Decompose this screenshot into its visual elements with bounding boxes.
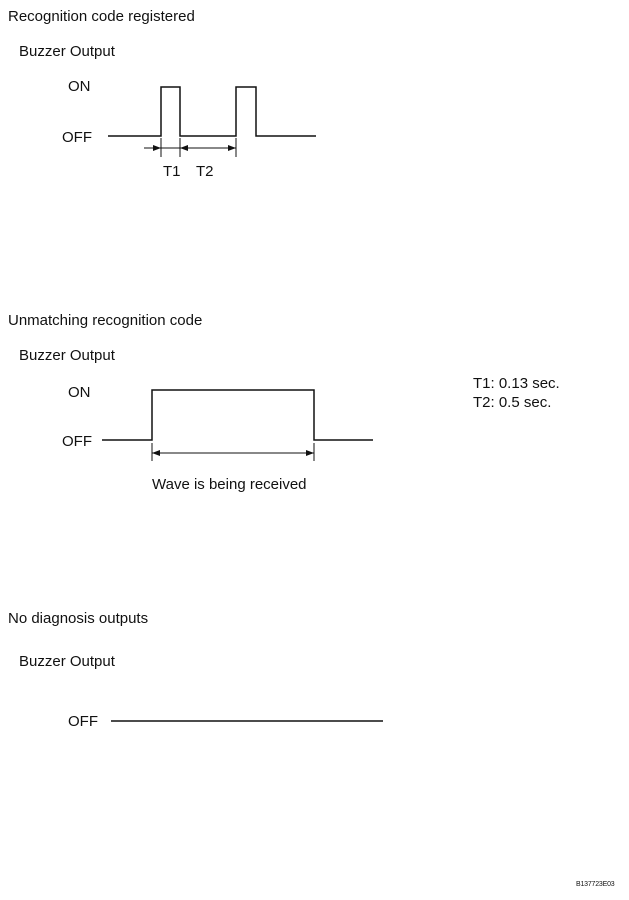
section-3-heading: No diagnosis outputs bbox=[8, 610, 149, 627]
section-2-heading: Unmatching recognition code bbox=[8, 312, 203, 329]
section-2-off-label: OFF bbox=[62, 433, 92, 450]
t1-arrowhead-right bbox=[153, 145, 161, 151]
span-label: Wave is being received bbox=[152, 476, 307, 493]
figure-code: B137723E03 bbox=[576, 881, 615, 888]
section-1-signal-label: Buzzer Output bbox=[19, 43, 115, 60]
section-3-off-label: OFF bbox=[68, 713, 98, 730]
section-1-pulse-train bbox=[108, 86, 316, 137]
span-arrowhead-left bbox=[152, 450, 160, 456]
section-1-off-label: OFF bbox=[62, 129, 92, 146]
timing-note-t1: T1: 0.13 sec. bbox=[473, 375, 560, 392]
t2-label: T2 bbox=[196, 163, 214, 180]
section-1-on-label: ON bbox=[68, 78, 91, 95]
section-1-heading: Recognition code registered bbox=[8, 8, 195, 25]
section-2-on-label: ON bbox=[68, 384, 91, 401]
section-3-signal-label: Buzzer Output bbox=[19, 653, 115, 670]
t2-arrowhead-right bbox=[228, 145, 236, 151]
span-arrowhead-right bbox=[306, 450, 314, 456]
section-2-long-pulse bbox=[102, 389, 373, 441]
section-2-signal-label: Buzzer Output bbox=[19, 347, 115, 364]
t1-label: T1 bbox=[163, 163, 181, 180]
timing-note-t2: T2: 0.5 sec. bbox=[473, 394, 552, 411]
